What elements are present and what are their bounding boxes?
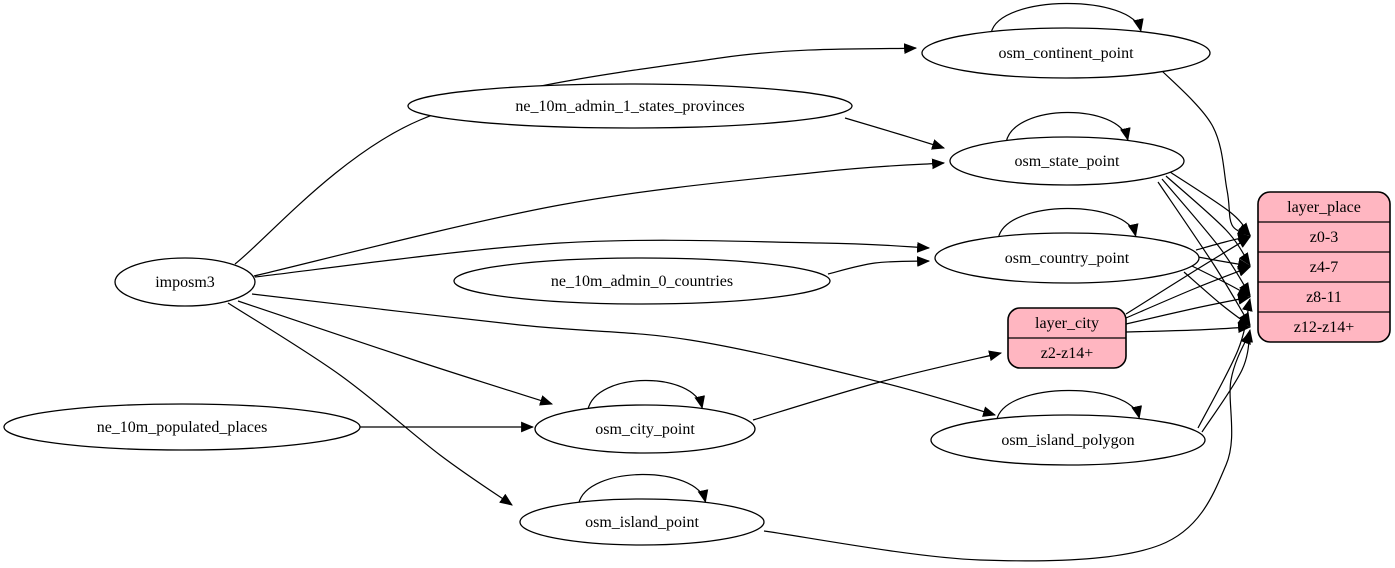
node-osm_country_point: osm_country_point [934,232,1200,284]
edge-layer_city-to-layer_place-z0-3 [1125,236,1251,315]
osm_continent_point-label: osm_continent_point [998,45,1134,62]
ne_10m_populated_places-label: ne_10m_populated_places [97,419,268,436]
layer_place-row-z12-z14+: z12-z14+ [1294,319,1355,336]
edge-osm_city_point-self-loop [587,379,705,411]
node-osm_state_point: osm_state_point [949,136,1185,186]
ne_10m_admin_1_states_provinces-ellipse [407,83,853,129]
edge-ne_10m_admin_0_countries-to-osm_country_point [827,256,931,275]
edge-osm_continent_point-to-layer_place-z0-3 [1157,66,1251,236]
edge-osm_continent_point-self-loop [990,2,1144,34]
edge-imposm3-to-osm_island_point [227,302,513,506]
edge-imposm3-to-osm_country_point [254,239,931,278]
edge-imposm3-to-osm_continent_point [234,43,918,265]
ne_10m_populated_places-ellipse [3,403,361,451]
osm_country_point-ellipse [934,232,1200,284]
node-osm_city_point: osm_city_point [534,404,756,454]
node-layer: imposm3 ne_10m_admin_1_states_provincesne… [3,27,1391,546]
node-osm_island_point: osm_island_point [519,498,765,546]
edge-osm_state_point-to-layer_place-z12-z14+ [1157,181,1251,326]
edge-osm_island_polygon-to-layer_place-z12-z14+ [1201,328,1253,433]
edge-osm_state_point-to-layer_place-z4-7 [1165,175,1251,266]
layer_place-box [1257,191,1391,343]
osm_city_point-label: osm_city_point [595,421,695,438]
edge-osm_island_polygon-self-loop [996,389,1142,421]
edge-osm_state_point-self-loop [1005,111,1131,143]
osm_city_point-ellipse [534,404,756,454]
edge-osm_city_point-to-layer_city-z2-z14+ [752,350,1003,421]
layer_place-row-z8-11: z8-11 [1306,289,1342,306]
edge-osm_country_point-to-layer_place-z12-z14+ [1183,271,1251,327]
ne_10m_admin_1_states_provinces-label: ne_10m_admin_1_states_provinces [515,98,744,115]
edge-osm_state_point-to-layer_place-z8-11 [1161,178,1251,296]
edge-osm_island_polygon-to-layer_place-z8-11 [1197,297,1253,429]
osm_state_point-label: osm_state_point [1015,153,1120,170]
osm_continent_point-ellipse [921,27,1211,79]
edge-osm_island_point-self-loop [577,473,709,505]
layer_place-row-z4-7: z4-7 [1310,259,1338,276]
edge-imposm3-to-osm_city_point [237,300,554,406]
edge-imposm3-to-osm_state_point [253,158,946,277]
edge-osm_country_point-self-loop [997,207,1139,239]
osm_island_polygon-label: osm_island_polygon [1001,432,1134,449]
osm_state_point-ellipse [949,136,1185,186]
edge-layer_city-to-layer_place-z12-z14+ [1125,322,1252,334]
imposm3-ellipse [114,257,256,307]
edge-osm_country_point-to-layer_place-z8-11 [1191,265,1251,297]
node-imposm3: imposm3 [114,257,256,307]
osm_island_point-ellipse [519,498,765,546]
node-osm_continent_point: osm_continent_point [921,27,1211,79]
osm_island_polygon-ellipse [930,414,1206,466]
ne_10m_admin_0_countries-ellipse [453,257,831,305]
edge-layer [227,2,1253,562]
layer_city-header: layer_city [1035,315,1099,332]
osm_country_point-label: osm_country_point [1005,250,1130,267]
record-layer_place: layer_place z0-3 z4-7 z8-11 z12-z14+ [1257,191,1391,343]
layer_city-row-z2-z14+: z2-z14+ [1041,345,1094,362]
node-osm_island_polygon: osm_island_polygon [930,414,1206,466]
edge-layer_city-to-layer_place-z8-11 [1125,294,1252,325]
edge-osm_state_point-to-layer_place-z0-3 [1169,171,1251,236]
edge-layer_city-to-layer_place-z4-7 [1125,266,1252,319]
edge-osm_country_point-to-layer_place-z4-7 [1197,256,1252,270]
record-layer_city: layer_city z2-z14+ [1007,307,1127,369]
node-ne_10m_admin_1_states_provinces: ne_10m_admin_1_states_provinces [407,83,853,129]
layer_place-row-z0-3: z0-3 [1310,229,1338,246]
osm_island_point-label: osm_island_point [585,514,699,531]
edge-osm_island_point-to-layer_place-z12-z14+ [763,330,1251,562]
edge-ne_10m_admin_1_states_provinces-to-osm_state_point [844,117,946,150]
imposm3-label: imposm3 [155,274,215,291]
edge-imposm3-to-osm_island_polygon [251,293,997,417]
edge-osm_country_point-to-layer_place-z0-3 [1195,233,1252,251]
node-ne_10m_populated_places: ne_10m_populated_places [3,403,361,451]
ne_10m_admin_0_countries-label: ne_10m_admin_0_countries [551,273,733,290]
layer_place-header: layer_place [1287,199,1361,216]
node-ne_10m_admin_0_countries: ne_10m_admin_0_countries [453,257,831,305]
